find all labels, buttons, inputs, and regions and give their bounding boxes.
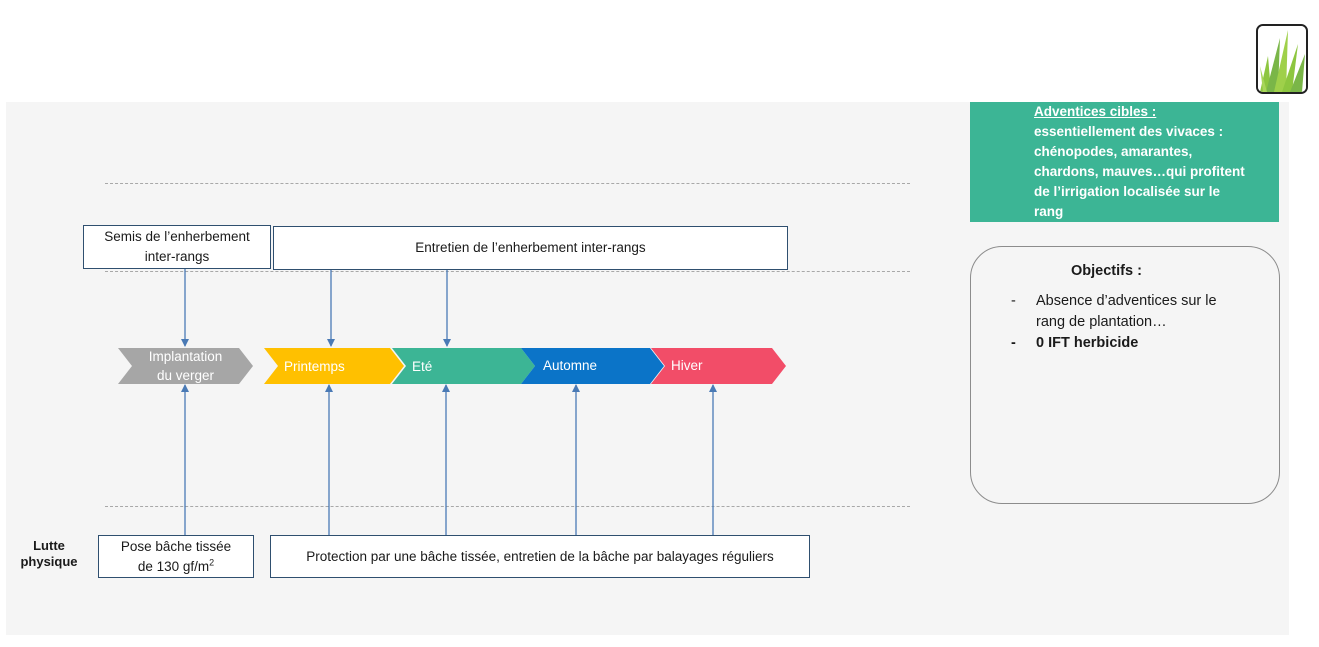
chevron-winter: [651, 348, 786, 384]
guide-line-top: [105, 183, 910, 184]
chevron-planting: [118, 348, 253, 384]
chevron-label-autumn: Automne: [543, 358, 598, 373]
guide-line-middle: [105, 271, 910, 272]
chevron-spring: [264, 348, 404, 384]
grass-icon: [1256, 24, 1308, 94]
maintenance-box: Entretien de l’enherbement inter-rangs: [273, 226, 788, 270]
target-weeds-title: Adventices cibles :: [1034, 104, 1157, 119]
chevron-label-summer: Eté: [412, 359, 433, 374]
chevron-summer: [392, 348, 535, 384]
chevron-label-winter: Hiver: [671, 358, 703, 373]
objective-item: - 0 IFT herbicide: [1011, 335, 1139, 351]
objectives-title: Objectifs :: [1071, 263, 1142, 279]
target-weeds-box: Adventices cibles : essentiellement des …: [970, 102, 1279, 222]
objectives-box: Objectifs : - Absence d’adventices sur l…: [970, 246, 1280, 504]
chevron-autumn: [521, 348, 664, 384]
protection-box: Protection par une bâche tissée, entreti…: [270, 535, 810, 578]
chevron-label-spring: Printemps: [284, 359, 345, 374]
guide-line-bottom: [105, 506, 910, 507]
